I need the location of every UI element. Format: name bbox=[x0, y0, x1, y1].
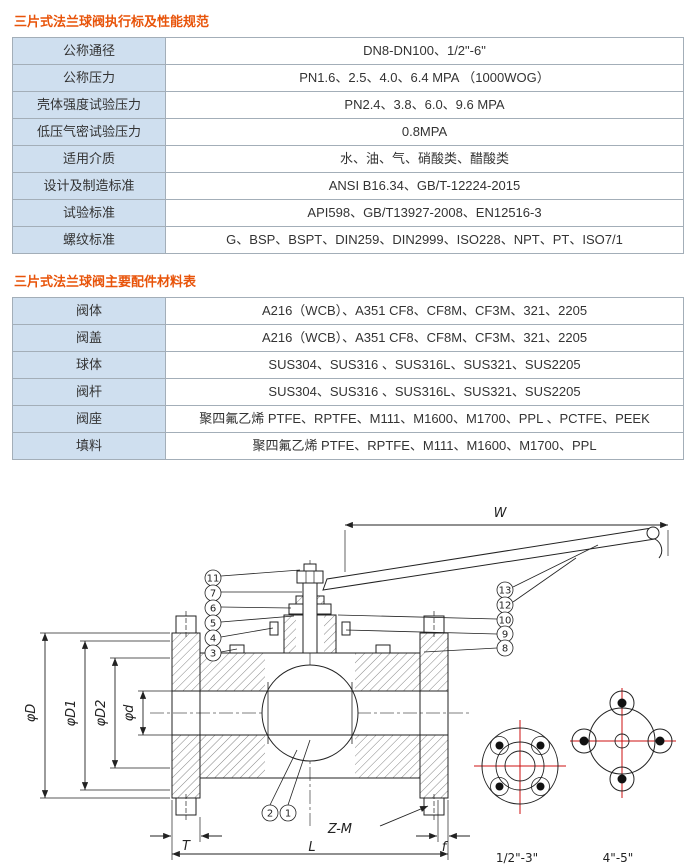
dim-label-phi-d2: φD2 bbox=[94, 700, 109, 727]
dim-label-w: W bbox=[494, 506, 508, 521]
dim-label-phi-d1: φD1 bbox=[64, 700, 79, 727]
table-row: 球体 SUS304、SUS316 、SUS316L、SUS321、SUS2205 bbox=[12, 351, 684, 379]
dim-label-phi-d-small: φd bbox=[122, 704, 137, 722]
right-flange bbox=[419, 611, 449, 820]
spec-row-label: 壳体强度试验压力 bbox=[12, 91, 166, 119]
performance-spec-table: 公称通径 DN8-DN100、1/2"-6" 公称压力 PN1.6、2.5、4.… bbox=[12, 37, 684, 254]
callout-number: 5 bbox=[210, 619, 216, 630]
material-row-value: A216（WCB）、A351 CF8、CF8M、CF3M、321、2205 bbox=[165, 324, 684, 352]
material-row-label: 球体 bbox=[12, 351, 166, 379]
material-row-label: 阀杆 bbox=[12, 378, 166, 406]
table-row: 适用介质 水、油、气、硝酸类、醋酸类 bbox=[12, 145, 684, 173]
table-row: 螺纹标准 G、BSP、BSPT、DIN259、DIN2999、ISO228、NP… bbox=[12, 226, 684, 254]
spec-row-label: 公称压力 bbox=[12, 64, 166, 92]
callout-number: 13 bbox=[499, 586, 512, 597]
material-row-value: 聚四氟乙烯 PTFE、RPTFE、M111、M1600、M1700、PPL 、P… bbox=[165, 405, 684, 433]
materials-section-title: 三片式法兰球阀主要配件材料表 bbox=[14, 274, 197, 289]
spec-row-label: 螺纹标准 bbox=[12, 226, 166, 254]
table-row: 阀杆 SUS304、SUS316 、SUS316L、SUS321、SUS2205 bbox=[12, 378, 684, 406]
table-row: 试验标准 API598、GB/T13927-2008、EN12516-3 bbox=[12, 199, 684, 227]
spec-row-value: DN8-DN100、1/2"-6" bbox=[165, 37, 684, 65]
spec-row-value: PN1.6、2.5、4.0、6.4 MPA （1000WOG） bbox=[165, 64, 684, 92]
spec-row-value: PN2.4、3.8、6.0、9.6 MPA bbox=[165, 91, 684, 119]
callouts-bottom: 2 1 bbox=[261, 739, 311, 822]
dimensions-bottom: T L f Z-M bbox=[150, 800, 470, 860]
callout-number: 3 bbox=[210, 649, 216, 660]
callout-number: 1 bbox=[285, 809, 291, 820]
spec-row-value: G、BSP、BSPT、DIN259、DIN2999、ISO228、NPT、PT、… bbox=[165, 226, 684, 254]
callout-number: 9 bbox=[502, 630, 508, 641]
material-row-label: 阀体 bbox=[12, 297, 166, 325]
material-row-label: 阀座 bbox=[12, 405, 166, 433]
dim-label-t: T bbox=[182, 839, 191, 854]
callout-number: 10 bbox=[499, 616, 512, 627]
material-row-value: SUS304、SUS316 、SUS316L、SUS321、SUS2205 bbox=[165, 351, 684, 379]
table-row: 公称压力 PN1.6、2.5、4.0、6.4 MPA （1000WOG） bbox=[12, 64, 684, 92]
handle-lever bbox=[322, 526, 663, 591]
callouts-right: 13 12 10 9 8 bbox=[337, 544, 599, 657]
table-row: 填料 聚四氟乙烯 PTFE、RPTFE、M111、M1600、M1700、PPL bbox=[12, 432, 684, 460]
valve-technical-drawing: W φD φD1 φD2 φd bbox=[24, 506, 676, 865]
stem-assembly bbox=[269, 563, 351, 654]
ball-and-seats bbox=[172, 664, 448, 762]
table-row: 阀座 聚四氟乙烯 PTFE、RPTFE、M111、M1600、M1700、PPL… bbox=[12, 405, 684, 433]
flange-end-view-small: 1/2"-3" bbox=[474, 720, 566, 865]
callout-number: 4 bbox=[210, 634, 216, 645]
callout-number: 2 bbox=[267, 809, 273, 820]
callout-number: 7 bbox=[210, 589, 216, 600]
table-row: 设计及制造标准 ANSI B16.34、GB/T-12224-2015 bbox=[12, 172, 684, 200]
callouts-left: 11 7 6 5 4 3 bbox=[204, 569, 302, 662]
table-row: 壳体强度试验压力 PN2.4、3.8、6.0、9.6 MPA bbox=[12, 91, 684, 119]
table-row: 公称通径 DN8-DN100、1/2"-6" bbox=[12, 37, 684, 65]
dim-label-f: f bbox=[442, 840, 449, 855]
materials-table: 阀体 A216（WCB）、A351 CF8、CF8M、CF3M、321、2205… bbox=[12, 297, 684, 460]
material-row-label: 阀盖 bbox=[12, 324, 166, 352]
dimensions-left: φD φD1 φD2 φd bbox=[24, 632, 172, 799]
table-row: 阀体 A216（WCB）、A351 CF8、CF8M、CF3M、321、2205 bbox=[12, 297, 684, 325]
flange-view-large-label: 4"-5" bbox=[603, 851, 634, 865]
spec-row-label: 公称通径 bbox=[12, 37, 166, 65]
callout-number: 12 bbox=[499, 601, 512, 612]
dim-label-phi-d: φD bbox=[24, 704, 39, 723]
flange-view-small-label: 1/2"-3" bbox=[496, 851, 538, 865]
callout-number: 6 bbox=[210, 604, 216, 615]
material-row-value: 聚四氟乙烯 PTFE、RPTFE、M111、M1600、M1700、PPL bbox=[165, 432, 684, 460]
spec-row-value: 0.8MPA bbox=[165, 118, 684, 146]
spec-row-value: ANSI B16.34、GB/T-12224-2015 bbox=[165, 172, 684, 200]
table-row: 阀盖 A216（WCB）、A351 CF8、CF8M、CF3M、321、2205 bbox=[12, 324, 684, 352]
material-row-label: 填料 bbox=[12, 432, 166, 460]
callout-number: 8 bbox=[502, 644, 508, 655]
flange-end-view-large: 4"-5" bbox=[570, 688, 676, 865]
dim-label-l: L bbox=[308, 840, 315, 855]
callout-number: 11 bbox=[207, 574, 220, 585]
spec-row-value: API598、GB/T13927-2008、EN12516-3 bbox=[165, 199, 684, 227]
spec-row-label: 适用介质 bbox=[12, 145, 166, 173]
spec-row-label: 试验标准 bbox=[12, 199, 166, 227]
table-row: 低压气密试验压力 0.8MPA bbox=[12, 118, 684, 146]
spec-section-title: 三片式法兰球阀执行标及性能规范 bbox=[14, 14, 210, 29]
spec-row-value: 水、油、气、硝酸类、醋酸类 bbox=[165, 145, 684, 173]
spec-row-label: 低压气密试验压力 bbox=[12, 118, 166, 146]
spec-row-label: 设计及制造标准 bbox=[12, 172, 166, 200]
material-row-value: SUS304、SUS316 、SUS316L、SUS321、SUS2205 bbox=[165, 378, 684, 406]
left-flange bbox=[171, 611, 201, 820]
valve-drawing-section: W φD φD1 φD2 φd bbox=[12, 500, 684, 868]
dimension-w: W bbox=[344, 506, 669, 572]
dim-label-zm: Z-M bbox=[327, 822, 352, 837]
material-row-value: A216（WCB）、A351 CF8、CF8M、CF3M、321、2205 bbox=[165, 297, 684, 325]
